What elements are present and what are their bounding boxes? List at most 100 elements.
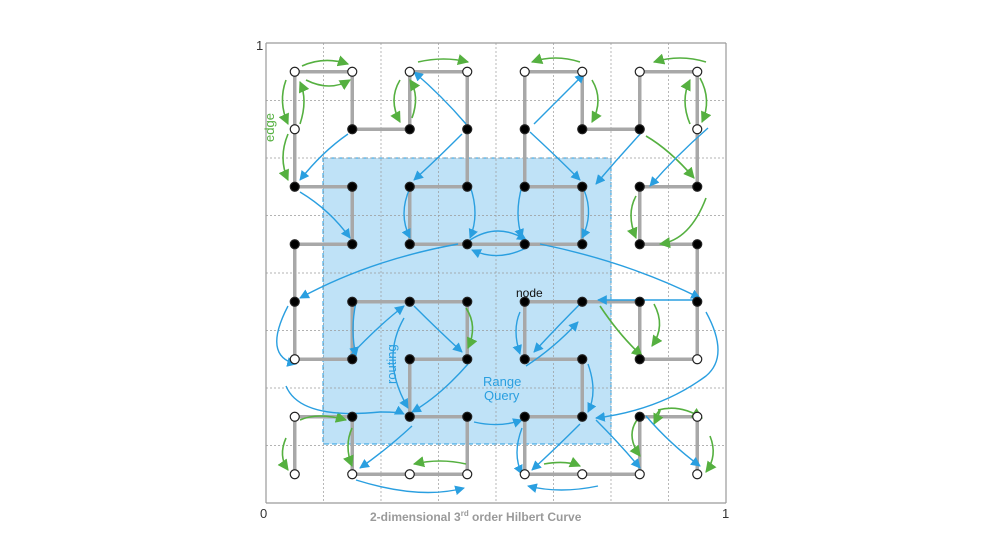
routing-arrow [649,127,709,187]
node-filled [347,411,358,422]
routing-arrow [392,317,409,409]
edge-arrow [278,133,289,182]
node-filled [289,181,300,192]
node-open [692,469,703,480]
node-filled [462,411,473,422]
node-filled [347,124,358,135]
routing-arrow [413,71,467,125]
edge-arrow [699,77,712,124]
figure-caption: 2-dimensional 3rd order Hilbert Curve [370,509,582,524]
routing-arrow [359,425,413,469]
node-filled [519,296,530,307]
routing-arrow [513,427,523,475]
routing-arrow [645,415,701,467]
edge-arrow [277,437,289,471]
node-filled [519,411,530,422]
node-label: node [516,286,543,300]
edge-arrow [465,307,478,350]
node-open [289,469,300,480]
node-filled [462,354,473,365]
edge-arrow [298,80,310,125]
edge-arrow [417,54,470,65]
routing-arrow [471,247,527,259]
routing-arrow [514,185,524,239]
routing-arrow [299,191,351,239]
node-filled [634,354,645,365]
node-filled [462,239,473,250]
node-filled [289,296,300,307]
node-filled [577,411,588,422]
node-open [577,66,588,77]
axis-y-max-label: 1 [256,38,263,53]
hilbert-curve [293,70,699,476]
node-filled [519,239,530,250]
node-filled [577,239,588,250]
node-filled [519,354,530,365]
routing-arrow [587,363,597,413]
edge-arrow [651,303,663,347]
node-open [692,66,703,77]
edge-arrow [680,78,691,125]
node-open [289,66,300,77]
routing-arrow [299,133,349,181]
caption-suffix: order Hilbert Curve [469,510,582,524]
routing-arrow [285,385,405,415]
edge-arrow [305,79,351,90]
edge-arrow [412,456,467,468]
edge-arrow [626,195,638,240]
node-open [692,354,703,365]
edge-arrow [299,411,348,423]
node-filled [347,181,358,192]
node-open [289,411,300,422]
edge-arrow [543,456,582,468]
node-open [347,469,358,480]
edge-arrow [343,427,354,468]
node-filled [634,239,645,250]
routing-arrow [595,419,641,469]
routing-label: routing [384,344,399,384]
node-open [462,66,473,77]
edge-arrow [591,79,602,123]
node-filled [692,296,703,307]
routing-arrows [276,71,719,496]
routing-arrow [468,185,478,239]
node-open [634,66,645,77]
node-open [462,469,473,480]
node-filled [404,239,415,250]
edge-arrow [599,305,643,357]
routing-arrow [473,418,523,428]
node-filled [404,296,415,307]
routing-arrow [581,189,591,239]
node-filled [289,239,300,250]
node-filled [692,181,703,192]
routing-arrow [411,363,469,413]
node-open [347,66,358,77]
routing-arrow [527,483,599,493]
edge-arrow [658,197,707,249]
range-query-label-line2: Query [484,388,520,403]
range-query-label-line1: Range [483,374,521,389]
node-filled [404,354,415,365]
node-filled [347,354,358,365]
routing-arrow [512,311,522,355]
node-open [519,469,530,480]
edge-arrow [645,135,695,179]
node-filled [519,181,530,192]
routing-arrow [349,301,359,357]
axis-x-max-label: 1 [722,506,729,521]
node-filled [404,411,415,422]
node-open [404,469,415,480]
node-filled [347,239,358,250]
routing-arrow [413,305,463,353]
curve-nodes [289,66,703,480]
routing-arrow [531,423,581,471]
hilbert-curve-path [293,70,699,476]
routing-arrow [529,131,581,181]
routing-arrow [401,187,411,239]
routing-arrow [355,479,465,496]
grid [265,42,727,504]
edge-arrow [409,79,421,119]
node-filled [634,411,645,422]
node-filled [577,124,588,135]
node-filled [404,124,415,135]
